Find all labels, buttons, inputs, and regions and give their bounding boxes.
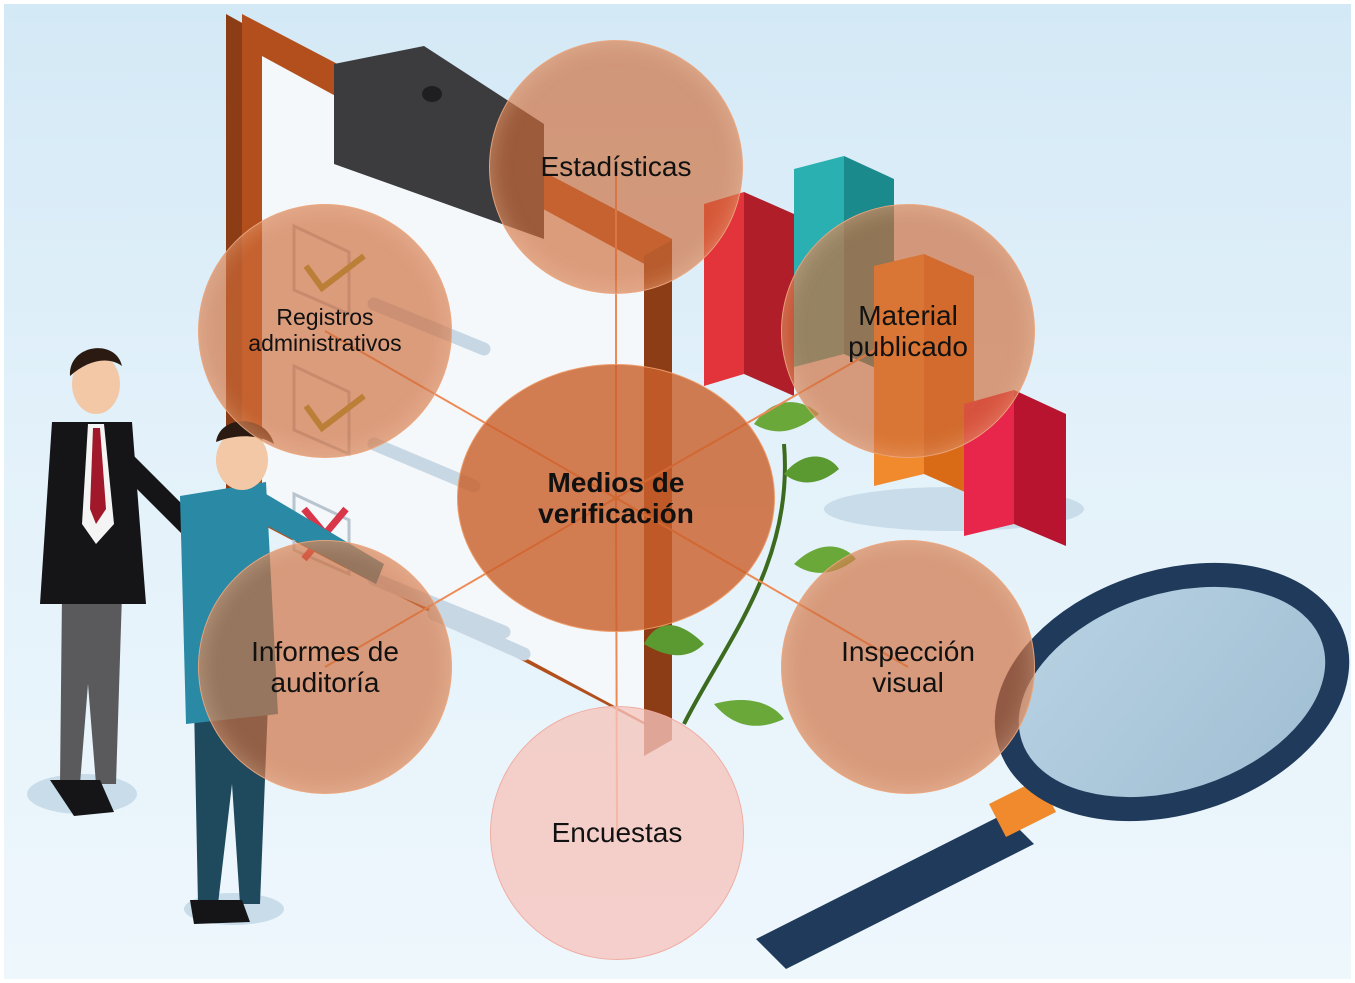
node-registros-administrativos: Registros administrativos: [198, 204, 452, 458]
node-medios-de-verificacion: Medios de verificación: [457, 364, 775, 632]
node-informes-auditoria: Informes de auditoría: [198, 540, 452, 794]
magnifying-glass-icon: [756, 562, 1350, 969]
center-label: Medios de verificación: [538, 466, 694, 529]
node-estadisticas: Estadísticas: [489, 40, 743, 294]
node-label: Inspección visual: [841, 635, 975, 698]
node-label: Registros administrativos: [248, 304, 402, 356]
node-label: Estadísticas: [540, 151, 692, 183]
node-material-publicado: Material publicado: [781, 204, 1035, 458]
node-inspeccion-visual: Inspección visual: [781, 540, 1035, 794]
node-encuestas: Encuestas: [490, 706, 744, 960]
node-label: Informes de auditoría: [251, 635, 399, 698]
node-label: Encuestas: [551, 817, 683, 849]
node-label: Material publicado: [848, 299, 968, 362]
diagram-canvas: Estadísticas Material publicado Inspecci…: [4, 4, 1351, 979]
businessman-figure: [27, 348, 204, 816]
